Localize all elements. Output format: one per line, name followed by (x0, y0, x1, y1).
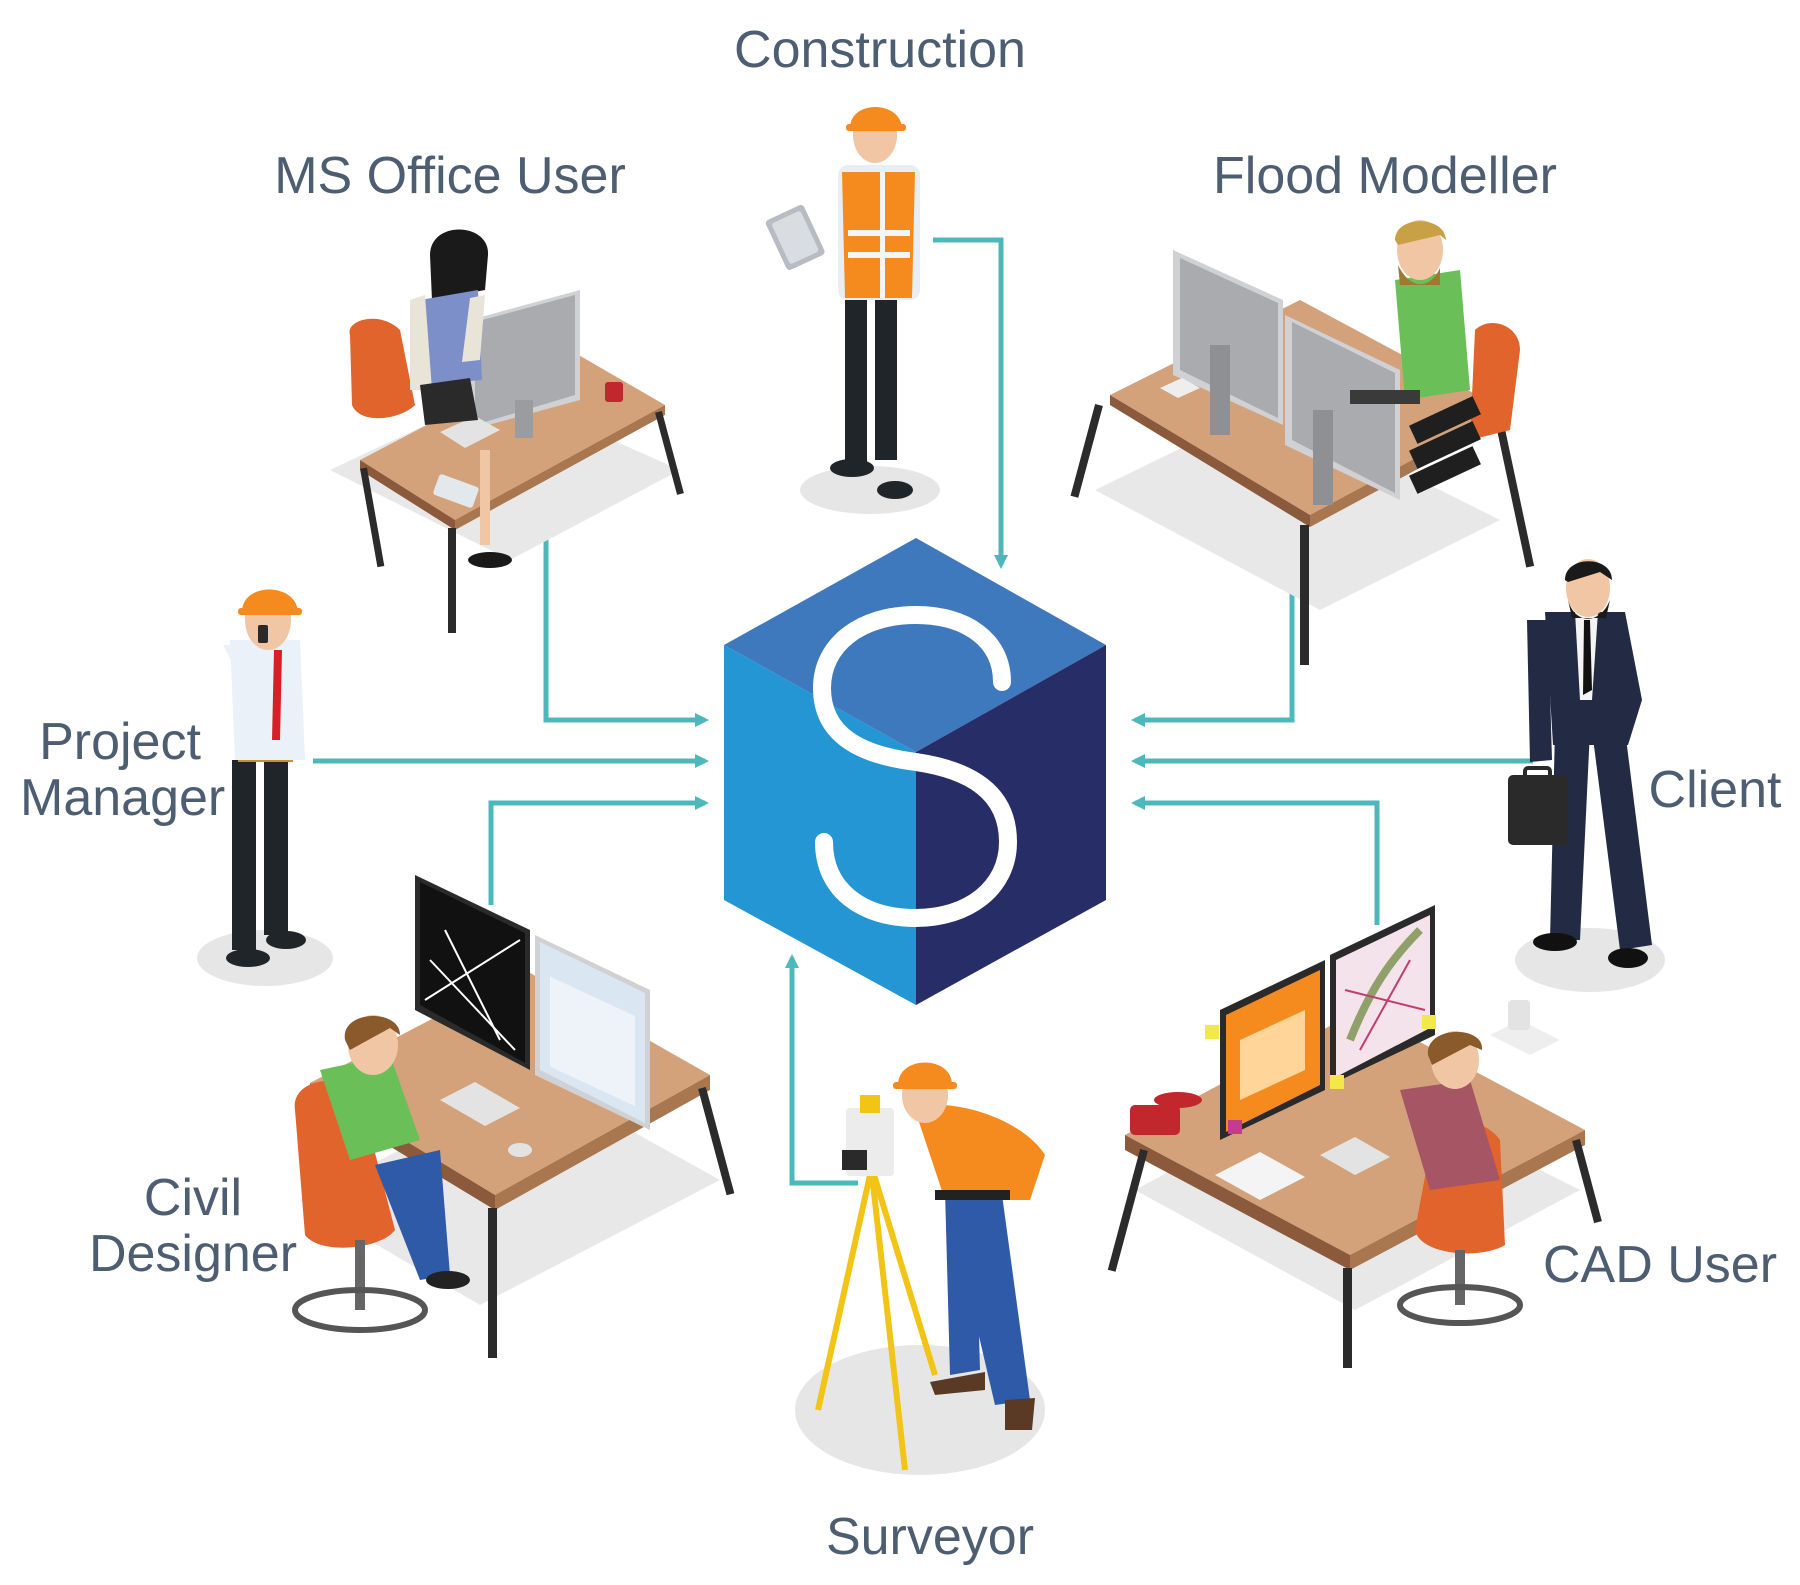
client-businessman-icon (1508, 559, 1665, 992)
civil-designer-icon (292, 875, 735, 1358)
surveyor-icon (795, 1062, 1045, 1475)
connector-construction (933, 237, 1008, 569)
flood-modeller-icon (1070, 220, 1535, 665)
connector-surveyor (785, 954, 858, 1186)
connector-civil-designer (488, 796, 709, 905)
connector-cad-user (1131, 796, 1380, 925)
connector-ms-office-user (543, 482, 709, 727)
construction-worker-icon (765, 107, 940, 514)
label-ms-office-user: MS Office User (274, 147, 626, 205)
label-surveyor: Surveyor (825, 1508, 1035, 1566)
label-cad-user: CAD User (1542, 1236, 1778, 1294)
office-user-icon (330, 229, 684, 633)
cad-user-icon (1107, 905, 1602, 1368)
project-manager-icon (197, 589, 333, 986)
label-civil-designer: Civil Designer (88, 1169, 298, 1283)
label-construction: Construction (734, 21, 1026, 79)
cube-top-face (724, 538, 1106, 752)
hub-s-letter (812, 605, 1018, 928)
hub-cube-icon (724, 538, 1106, 1005)
label-flood-modeller: Flood Modeller (1213, 147, 1557, 205)
label-project-manager: Project Manager (20, 713, 226, 827)
label-client: Client (1648, 761, 1782, 819)
